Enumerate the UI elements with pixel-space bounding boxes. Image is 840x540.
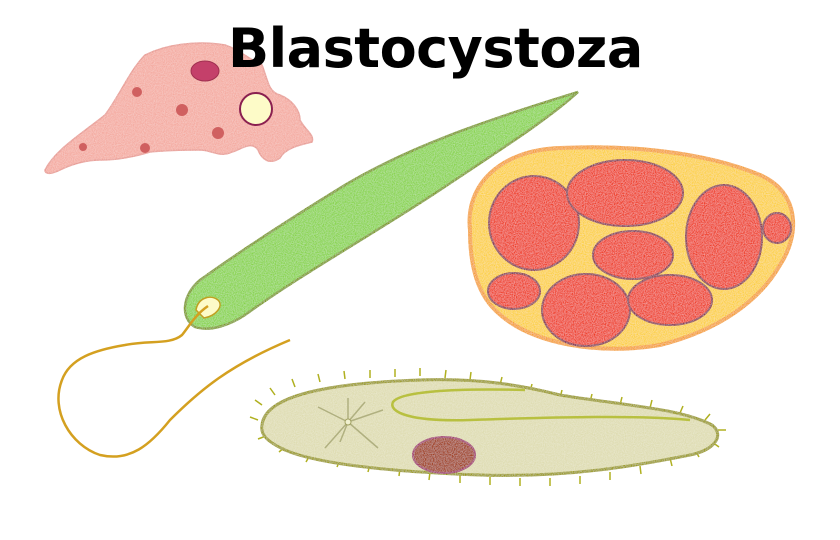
cyst-icon xyxy=(467,145,796,351)
page-title: Blastocystoza xyxy=(228,17,643,80)
star-vacuole-icon xyxy=(317,398,384,449)
amoeba-icon xyxy=(44,42,314,175)
euglena-icon xyxy=(57,90,579,458)
paramecium-icon xyxy=(249,368,726,486)
